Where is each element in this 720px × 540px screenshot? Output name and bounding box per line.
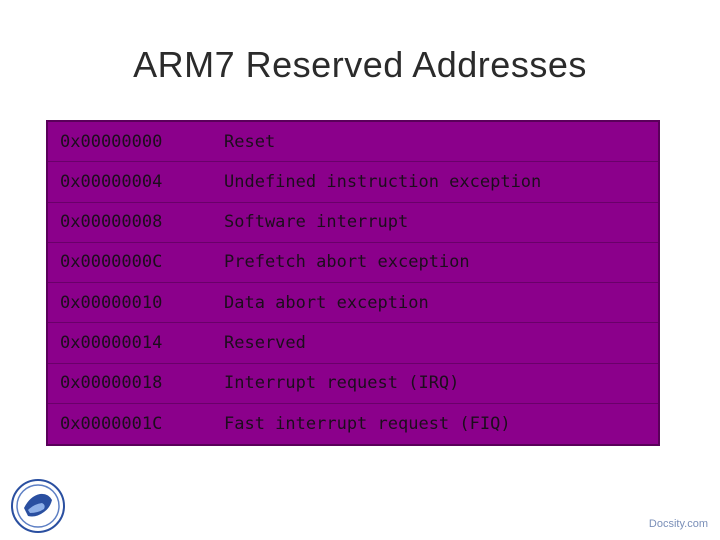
description-cell: Prefetch abort exception (224, 252, 470, 273)
table-row: 0x00000010 Data abort exception (48, 283, 658, 324)
slide-title: ARM7 Reserved Addresses (133, 44, 587, 85)
description-cell: Fast interrupt request (FIQ) (224, 413, 511, 434)
address-cell: 0x00000018 (60, 373, 163, 394)
description-cell: Data abort exception (224, 292, 429, 313)
address-cell: 0x00000010 (60, 292, 163, 313)
description-cell: Undefined instruction exception (224, 171, 542, 192)
table-row: 0x00000018 Interrupt request (IRQ) (48, 364, 658, 404)
table-row: 0x0000001C Fast interrupt request (FIQ) (48, 404, 658, 444)
address-cell: 0x0000001C (60, 413, 163, 434)
address-cell: 0x0000000C (60, 252, 163, 273)
table-row: 0x0000000C Prefetch abort exception (48, 243, 658, 283)
university-seal-icon (10, 478, 66, 534)
description-cell: Reset (224, 131, 276, 152)
description-cell: Interrupt request (IRQ) (224, 373, 460, 394)
footer-watermark: Docsity.com (648, 518, 708, 530)
address-cell: 0x00000000 (60, 131, 163, 152)
table-row: 0x00000008 Software interrupt (48, 203, 658, 243)
description-cell: Reserved (224, 332, 306, 353)
description-cell: Software interrupt (224, 212, 409, 233)
table-row: 0x00000000 Reset (48, 122, 658, 163)
address-cell: 0x00000008 (60, 212, 163, 233)
table-row: 0x00000004 Undefined instruction excepti… (48, 162, 658, 203)
table-row: 0x00000014 Reserved (48, 323, 658, 364)
address-cell: 0x00000014 (60, 332, 163, 353)
reserved-address-table: 0x00000000 Reset 0x00000004 Undefined in… (46, 120, 660, 446)
address-cell: 0x00000004 (60, 171, 163, 192)
